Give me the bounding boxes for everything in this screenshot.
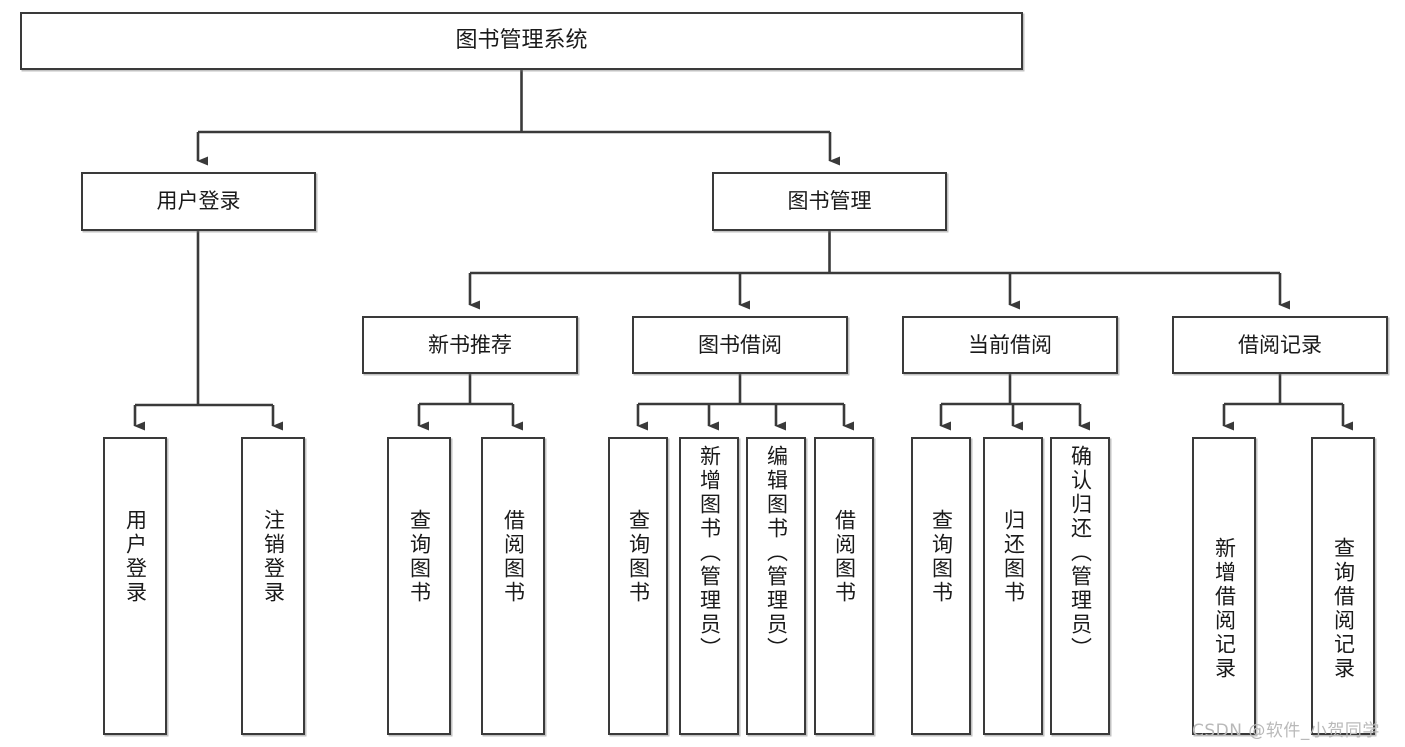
leaf-confirm-return-admin[interactable]: 确认归还（管理员） — [1050, 437, 1110, 735]
leaf-confirm-return-admin-label: 确认归还（管理员） — [1068, 445, 1093, 661]
node-borrow-record[interactable]: 借阅记录 — [1172, 316, 1388, 374]
leaf-query-borrow-record[interactable]: 查询借阅记录 — [1311, 437, 1375, 735]
node-borrow-record-label: 借阅记录 — [1238, 332, 1322, 357]
node-current-borrow[interactable]: 当前借阅 — [902, 316, 1118, 374]
leaf-query-book-borrow-label: 查询图书 — [626, 509, 651, 605]
leaf-borrow-book[interactable]: 借阅图书 — [814, 437, 874, 735]
node-user-login[interactable]: 用户登录 — [81, 172, 316, 231]
leaf-query-book-current-label: 查询图书 — [929, 509, 954, 605]
leaf-edit-book-admin[interactable]: 编辑图书（管理员） — [746, 437, 806, 735]
node-book-management-label: 图书管理 — [787, 189, 872, 214]
leaf-return-book-label: 归还图书 — [1001, 509, 1026, 605]
leaf-query-book-recommend-label: 查询图书 — [407, 509, 432, 605]
leaf-borrow-book-label: 借阅图书 — [832, 509, 857, 605]
leaf-add-borrow-record[interactable]: 新增借阅记录 — [1192, 437, 1256, 735]
leaf-query-book-current[interactable]: 查询图书 — [911, 437, 971, 735]
leaf-query-borrow-record-label: 查询借阅记录 — [1331, 537, 1356, 681]
leaf-user-logout[interactable]: 注销登录 — [241, 437, 305, 735]
leaf-user-login-label: 用户登录 — [123, 509, 148, 605]
leaf-query-book-recommend[interactable]: 查询图书 — [387, 437, 451, 735]
leaf-query-book-borrow[interactable]: 查询图书 — [608, 437, 668, 735]
node-new-book-recommend[interactable]: 新书推荐 — [362, 316, 578, 374]
leaf-add-book-admin[interactable]: 新增图书（管理员） — [679, 437, 739, 735]
leaf-user-logout-label: 注销登录 — [261, 509, 286, 605]
node-user-login-label: 用户登录 — [156, 189, 241, 214]
node-new-book-recommend-label: 新书推荐 — [428, 332, 512, 357]
leaf-user-login[interactable]: 用户登录 — [103, 437, 167, 735]
leaf-add-book-admin-label: 新增图书（管理员） — [697, 445, 722, 661]
node-root-label: 图书管理系统 — [455, 28, 588, 54]
leaf-edit-book-admin-label: 编辑图书（管理员） — [764, 445, 789, 661]
leaf-borrow-book-recommend-label: 借阅图书 — [501, 509, 526, 605]
leaf-return-book[interactable]: 归还图书 — [983, 437, 1043, 735]
node-current-borrow-label: 当前借阅 — [968, 332, 1052, 357]
leaf-add-borrow-record-label: 新增借阅记录 — [1212, 537, 1237, 681]
node-root[interactable]: 图书管理系统 — [20, 12, 1023, 70]
node-book-borrow-label: 图书借阅 — [698, 332, 782, 357]
csdn-watermark: CSDN @软件_小贺同学 — [1192, 721, 1380, 741]
node-book-borrow[interactable]: 图书借阅 — [632, 316, 848, 374]
node-book-management[interactable]: 图书管理 — [712, 172, 947, 231]
leaf-borrow-book-recommend[interactable]: 借阅图书 — [481, 437, 545, 735]
